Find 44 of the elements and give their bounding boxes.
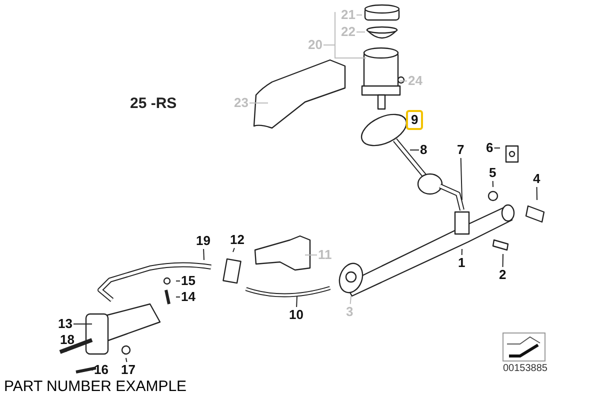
- leader-line: [304, 254, 318, 256]
- callout-number: 10: [289, 308, 304, 322]
- leader-line: [356, 14, 362, 16]
- callout-number: 8: [420, 143, 428, 157]
- leader-line: [350, 296, 352, 304]
- callout-number: 12: [230, 233, 244, 247]
- diagram-number: 00153885: [503, 363, 548, 374]
- leader-line: [322, 12, 366, 58]
- callout-number: 13: [58, 317, 72, 331]
- leader-line: [296, 296, 298, 308]
- callout-number: 2: [499, 268, 506, 282]
- callout-number: 3: [346, 305, 354, 319]
- callout-number: 15: [181, 274, 196, 288]
- callout-number: 6: [486, 141, 494, 155]
- leader-line: [492, 180, 494, 188]
- leader-line: [176, 296, 180, 298]
- callout-number: 19: [196, 234, 210, 248]
- leader-line: [461, 248, 462, 256]
- callout-number: 17: [121, 363, 136, 377]
- caption: PART NUMBER EXAMPLE: [4, 378, 187, 395]
- callout-number: 24: [408, 74, 422, 88]
- leader-line: [203, 248, 204, 260]
- callout-number: 21: [341, 8, 356, 22]
- leader-line: [248, 102, 268, 104]
- callout-number: 20: [308, 38, 322, 52]
- callout-number: 14: [181, 290, 196, 304]
- leader-line: [460, 158, 462, 200]
- leader-line: [232, 248, 235, 252]
- callout-number: 7: [457, 143, 464, 157]
- section-label: 25 -RS: [130, 95, 177, 112]
- leader-line: [126, 358, 128, 362]
- callout-number: 4: [533, 172, 540, 186]
- callout-number: 11: [318, 248, 332, 262]
- callout-number: 22: [341, 25, 356, 39]
- leader-line: [502, 254, 504, 268]
- leader-line: [400, 80, 408, 82]
- callout-number: 5: [489, 166, 496, 180]
- callout-number: 1: [458, 256, 466, 270]
- callout-number: 16: [94, 363, 108, 377]
- leader-line: [176, 280, 180, 282]
- leader-line: [536, 186, 538, 200]
- callout-number: 23: [234, 96, 248, 110]
- callout-number: 9: [406, 110, 424, 130]
- callout-number: 18: [60, 333, 74, 347]
